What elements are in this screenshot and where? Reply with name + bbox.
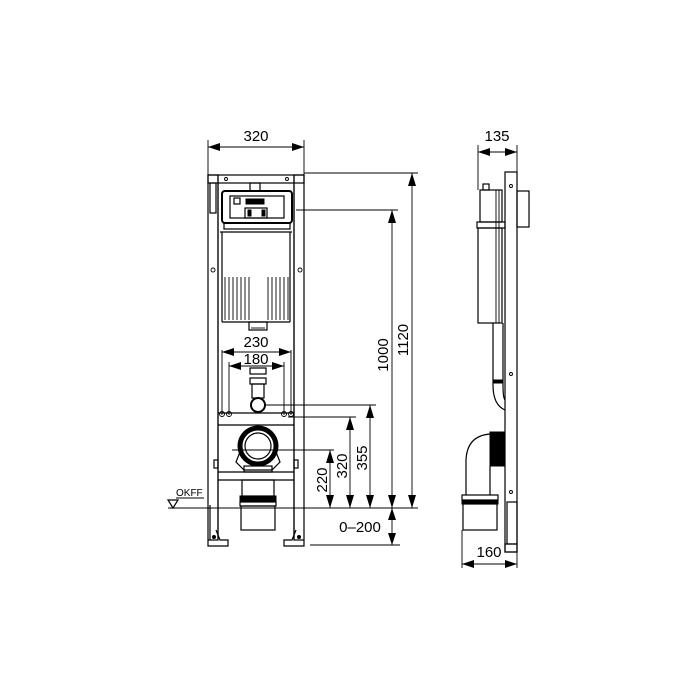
dim-320-vertical: 320 xyxy=(334,453,351,478)
dim-1000: 1000 xyxy=(375,338,392,371)
flush-pipe xyxy=(249,367,267,413)
dim-355: 355 xyxy=(354,445,371,470)
front-dimensions: 320 230 180 OKFF 1120 10 xyxy=(166,128,418,546)
dim-depth-160: 160 xyxy=(476,544,501,561)
side-drain-bend xyxy=(461,431,505,531)
drain-pipe xyxy=(239,479,277,531)
mounting-rail xyxy=(218,411,294,426)
side-upright xyxy=(504,171,518,553)
side-cistern xyxy=(476,183,506,324)
side-view: 135 160 xyxy=(461,128,530,568)
adjustable-feet xyxy=(207,505,305,547)
right-upright xyxy=(293,174,305,541)
flush-cistern xyxy=(220,182,293,233)
dim-1120: 1120 xyxy=(395,324,412,356)
dim-230: 230 xyxy=(243,334,268,351)
left-upright xyxy=(207,174,219,541)
dim-220: 220 xyxy=(314,467,331,492)
dim-foot-adjust: 0–200 xyxy=(339,519,381,536)
front-view xyxy=(207,174,305,547)
floor-marker-okff: OKFF xyxy=(176,488,203,499)
drain-connector xyxy=(235,425,281,473)
dim-180: 180 xyxy=(243,351,268,368)
side-flush-pipe xyxy=(492,323,506,411)
cistern-body xyxy=(221,232,291,331)
dim-depth-135: 135 xyxy=(484,128,509,145)
dim-width-320: 320 xyxy=(243,128,268,145)
